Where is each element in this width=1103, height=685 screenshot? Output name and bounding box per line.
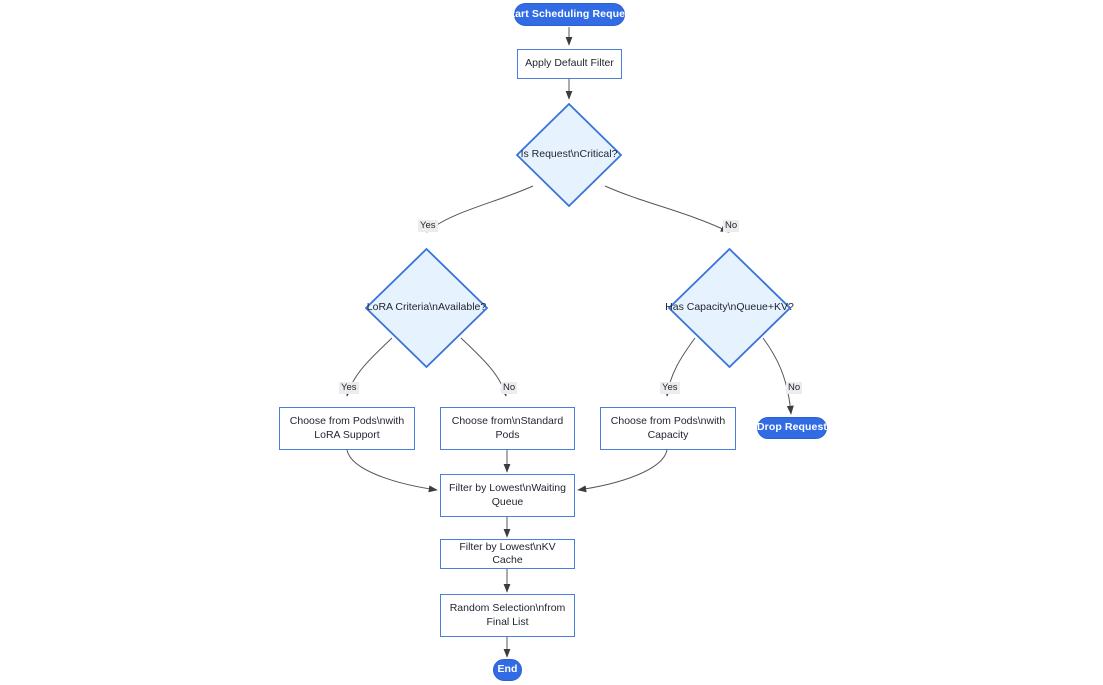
node-choose-capacity-pods-line1: Choose from Pods\nwith — [610, 415, 726, 428]
node-filter-kv-cache[interactable]: Filter by Lowest\nKV Cache — [440, 539, 575, 569]
edge-choose-capacity-pods-to-filter-waiting-queue — [577, 449, 668, 493]
edge-label-critical-no: No — [723, 220, 740, 233]
node-choose-lora-pods-line2: LoRA Support — [314, 428, 380, 441]
node-choose-lora-pods[interactable]: Choose from Pods\nwith LoRA Support — [279, 407, 415, 450]
node-choose-standard-pods-label: Choose from\nStandard Pods — [452, 415, 563, 441]
node-is-request-critical[interactable]: Is Request\nCritical? — [515, 102, 623, 208]
node-drop-request[interactable]: Drop Request — [757, 417, 827, 439]
node-filter-waiting-queue-line1: Filter by Lowest\nWaiting — [449, 482, 566, 495]
edge-capacity-no-to-drop-request — [762, 337, 794, 415]
diamond-shape-icon — [667, 247, 792, 369]
node-random-selection-line1: Random Selection\nfrom — [449, 602, 566, 615]
node-choose-capacity-pods-label: Choose from Pods\nwith Capacity — [611, 415, 725, 441]
node-filter-kv-cache-label: Filter by Lowest\nKV Cache — [459, 540, 556, 566]
node-is-request-critical-label: Is Request\nCritical? — [520, 148, 618, 161]
node-random-selection-label: Random Selection\nfrom Final List — [450, 602, 566, 628]
node-random-selection[interactable]: Random Selection\nfrom Final List — [440, 594, 575, 637]
node-drop-request-label: Drop Request — [756, 421, 828, 434]
edge-label-lora-yes: Yes — [339, 382, 359, 395]
node-end[interactable]: End — [493, 659, 522, 681]
diamond-shape-icon — [364, 247, 489, 369]
edge-critical-no-to-has-capacity — [604, 185, 730, 233]
node-choose-standard-pods[interactable]: Choose from\nStandard Pods — [440, 407, 575, 450]
node-filter-waiting-queue[interactable]: Filter by Lowest\nWaiting Queue — [440, 474, 575, 517]
node-filter-waiting-queue-label: Filter by Lowest\nWaiting Queue — [449, 482, 566, 508]
node-filter-waiting-queue-line2: Queue — [491, 495, 524, 508]
edge-label-capacity-no: No — [786, 382, 803, 395]
node-has-capacity[interactable]: Has Capacity\nQueue+KV? — [665, 247, 794, 369]
node-start-label: Start Scheduling Request — [504, 7, 635, 20]
edge-choose-lora-pods-to-filter-waiting-queue — [346, 449, 438, 493]
node-choose-capacity-pods[interactable]: Choose from Pods\nwith Capacity — [600, 407, 736, 450]
node-choose-standard-pods-line2: Pods — [495, 428, 520, 441]
node-choose-standard-pods-line1: Choose from\nStandard — [451, 415, 564, 428]
edge-label-lora-no: No — [501, 382, 518, 395]
edge-label-critical-yes: Yes — [418, 220, 438, 233]
diamond-shape-icon — [515, 102, 623, 208]
node-choose-capacity-pods-line2: Capacity — [647, 428, 689, 441]
edge-label-capacity-yes: Yes — [660, 382, 680, 395]
node-apply-default-filter-label: Apply Default Filter — [525, 57, 614, 70]
node-end-label: End — [497, 663, 518, 676]
node-has-capacity-label: Has Capacity\nQueue+KV? — [665, 301, 794, 314]
node-lora-criteria-available-label: LoRA Criteria\nAvailable? — [366, 301, 487, 314]
node-choose-lora-pods-line1: Choose from Pods\nwith — [289, 415, 405, 428]
node-choose-lora-pods-label: Choose from Pods\nwith LoRA Support — [290, 415, 404, 441]
node-random-selection-line2: Final List — [486, 615, 529, 628]
node-start[interactable]: Start Scheduling Request — [504, 3, 634, 26]
node-lora-criteria-available[interactable]: LoRA Criteria\nAvailable? — [364, 247, 489, 369]
node-apply-default-filter[interactable]: Apply Default Filter — [517, 49, 622, 79]
